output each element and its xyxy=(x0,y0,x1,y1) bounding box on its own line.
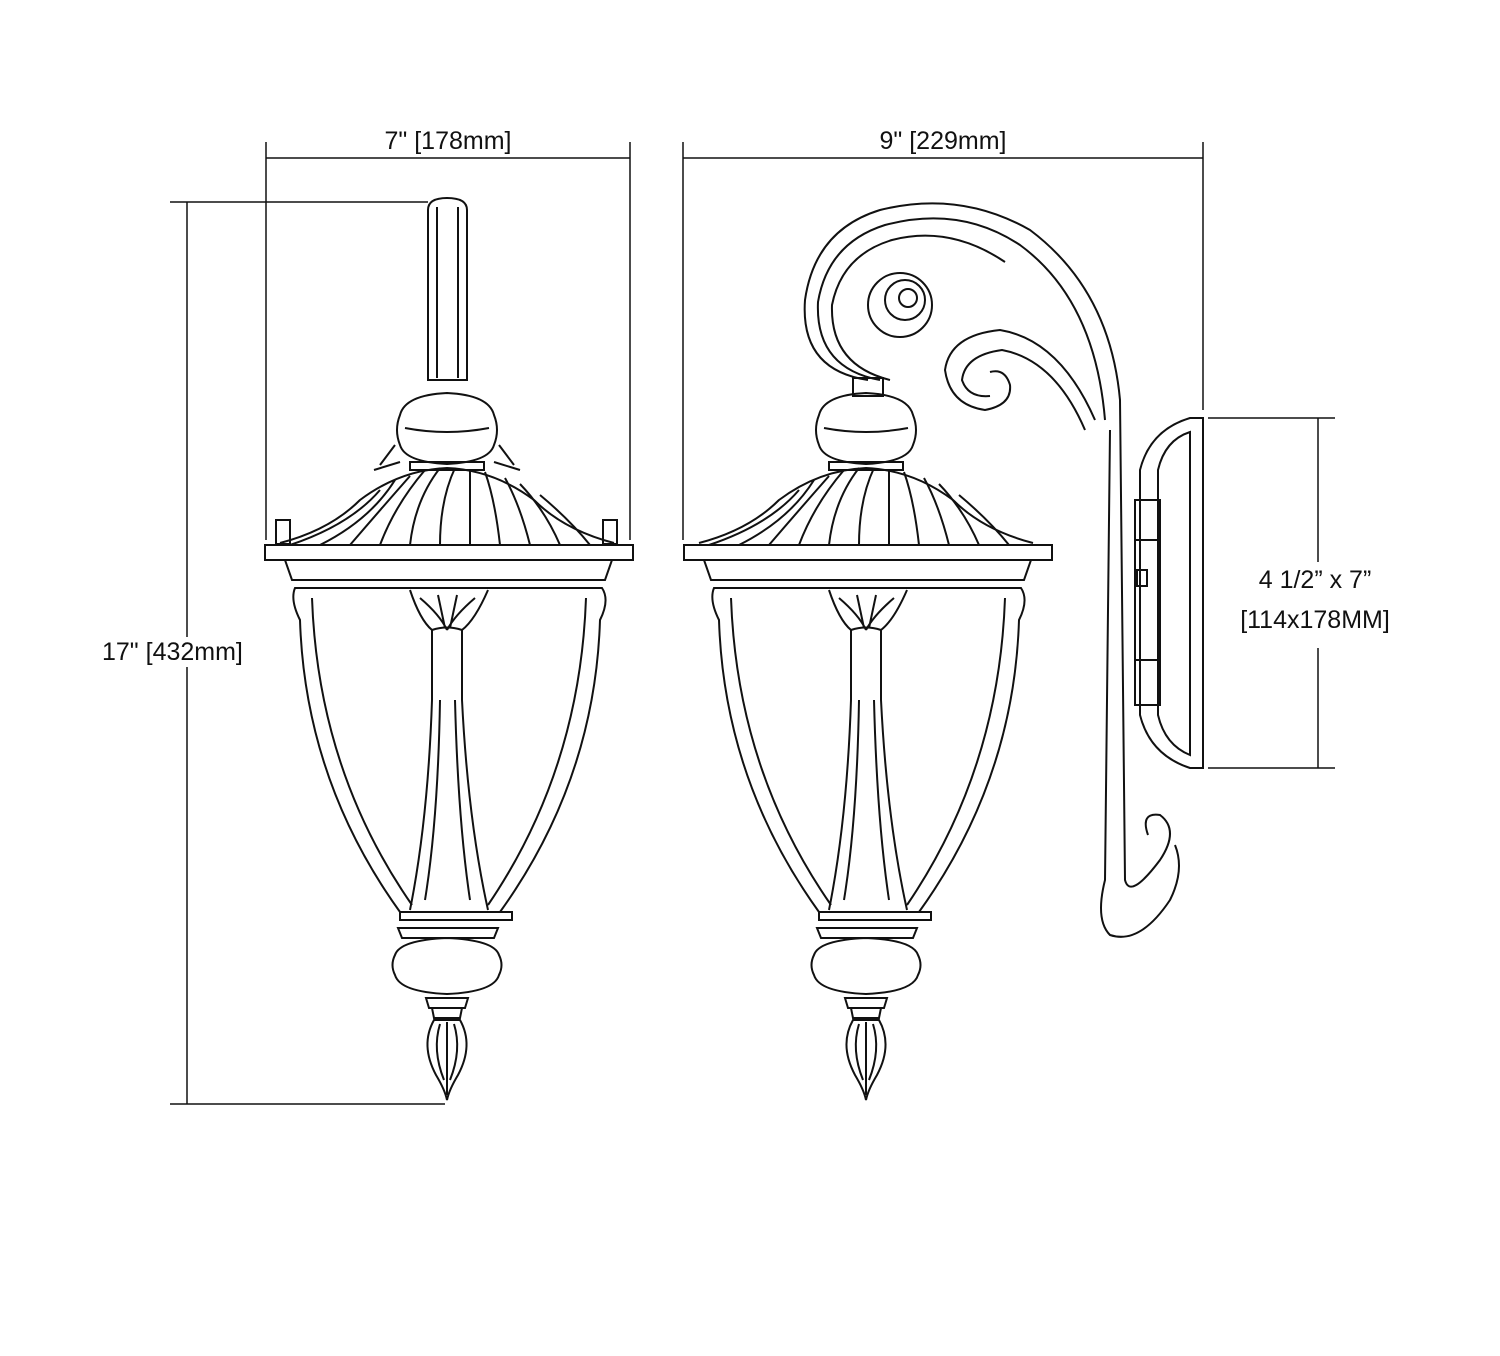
front-view-lantern xyxy=(264,196,634,1101)
backplate-size-label: 4 1/2” x 7” xyxy=(1258,566,1372,594)
front-mounting-arm xyxy=(427,196,468,381)
height-label: 17" [432mm] xyxy=(102,637,243,667)
wall-backplate xyxy=(1139,417,1204,769)
backplate-size-metric-label: [114x178MM] xyxy=(1240,606,1390,634)
side-depth-label: 9" [229mm] xyxy=(879,127,1007,155)
side-view-lantern xyxy=(683,202,1204,1101)
dimension-lines xyxy=(170,142,1335,1105)
front-width-label: 7" [178mm] xyxy=(384,127,512,155)
